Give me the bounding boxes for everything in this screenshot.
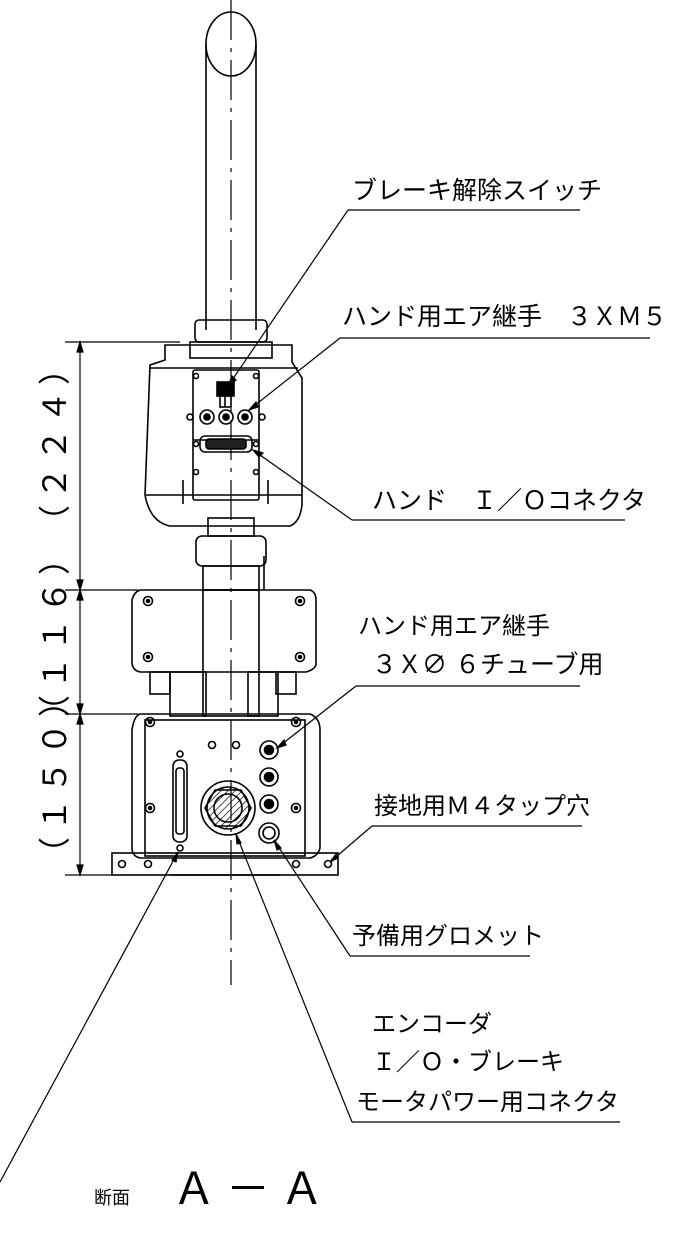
leader-lines [0, 209, 650, 1183]
brake-switch [216, 381, 235, 408]
middle-housing [131, 589, 317, 717]
hand-io-connector-shape [192, 435, 260, 453]
label-connector-line1: エンコーダ [372, 1010, 492, 1038]
main-connector-shape [200, 780, 256, 836]
vertical-shaft [205, 11, 257, 330]
upper-coupling [189, 319, 273, 359]
dimension-lower: （１５０） [36, 678, 74, 869]
spare-grommet-shape [258, 822, 280, 844]
label-ground-tap-hole: 接地用Ｍ４タップ穴 [374, 792, 590, 820]
hand-air-joints-m5 [186, 409, 266, 425]
label-brake-release-switch: ブレーキ解除スイッチ [352, 176, 603, 205]
section-prefix: 断面 [94, 1188, 130, 1209]
encoder-connector-shape [172, 750, 188, 852]
air-joints-phi6 [259, 740, 279, 814]
label-connector-line3: モータパワー用コネクタ [356, 1088, 620, 1116]
label-hand-air-joint-tube-line1: ハンド用エア継手 [358, 612, 550, 640]
label-spare-grommet: 予備用グロメット [352, 922, 544, 950]
section-name: Ａ－Ａ [172, 1164, 334, 1215]
dimension-upper: （２２４） [36, 346, 74, 537]
base-housing [111, 713, 339, 876]
dimension-lines [65, 339, 180, 878]
label-hand-io-connector: ハンド Ｉ／Ｏコネクタ [372, 486, 647, 515]
label-connector-line2: Ｉ／Ｏ・ブレーキ [372, 1048, 564, 1076]
label-hand-air-joint-tube-line2: ３Ｘ∅ ６チューブ用 [372, 650, 604, 679]
label-hand-air-joint-m5: ハンド用エア継手 ３ＸＭ５ [342, 302, 668, 331]
